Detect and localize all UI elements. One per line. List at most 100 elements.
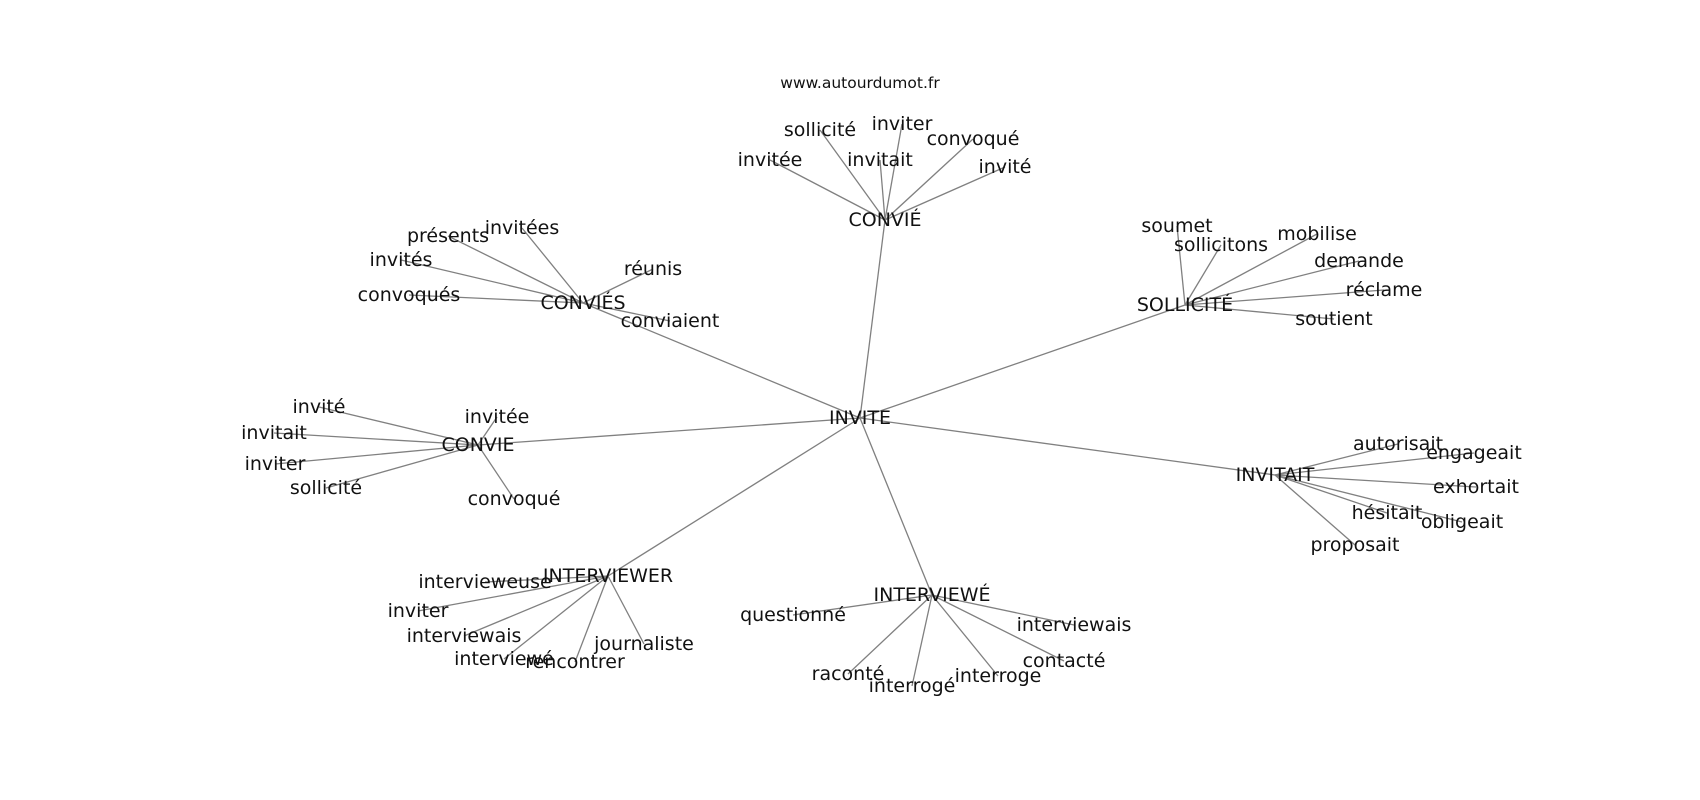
- root-hub-edge: [859, 219, 886, 419]
- hub-leaf-edge: [911, 594, 933, 687]
- graph-labels: CONVIÉinvitéesollicitéinvitaitinvitercon…: [241, 113, 1522, 697]
- leaf-word-label[interactable]: autorisait: [1353, 433, 1443, 455]
- leaf-word-label[interactable]: invitées: [485, 217, 560, 239]
- hub-leaf-edge: [879, 159, 886, 221]
- leaf-word-label[interactable]: inviter: [245, 453, 306, 475]
- hub-leaf-edge: [1184, 304, 1335, 320]
- leaf-word-label[interactable]: invitée: [465, 406, 530, 428]
- hub-leaf-edge: [484, 575, 609, 583]
- hub-leaf-edge: [1176, 225, 1186, 306]
- leaf-word-label[interactable]: hésitait: [1352, 502, 1423, 524]
- leaf-word-label[interactable]: interrogé: [869, 675, 956, 697]
- hub-leaf-edge: [1274, 474, 1477, 488]
- leaf-word-label[interactable]: proposait: [1310, 534, 1399, 556]
- hub-leaf-edge: [607, 575, 645, 645]
- leaf-word-label[interactable]: sollicité: [784, 119, 856, 141]
- hub-leaf-edge: [792, 594, 933, 616]
- leaf-word-label[interactable]: intervieweuse: [418, 571, 551, 593]
- hub-leaf-edge: [1274, 474, 1463, 523]
- leaf-word-label[interactable]: convoqué: [927, 128, 1020, 150]
- hub-word-label[interactable]: INTERVIEWÉ: [874, 583, 991, 606]
- leaf-word-label[interactable]: présents: [407, 225, 489, 247]
- root-hub-edge: [477, 417, 861, 446]
- hub-leaf-edge: [1274, 443, 1399, 476]
- leaf-word-label[interactable]: interviewais: [407, 625, 522, 647]
- hub-leaf-edge: [1274, 474, 1356, 546]
- root-hub-edge: [582, 302, 861, 419]
- graph-edges: [273, 123, 1477, 687]
- leaf-word-label[interactable]: questionné: [740, 604, 846, 626]
- hub-word-label[interactable]: CONVIÉS: [540, 291, 625, 314]
- leaf-word-label[interactable]: mobilise: [1277, 223, 1357, 245]
- leaf-word-label[interactable]: conviaient: [621, 310, 720, 332]
- site-url-label[interactable]: www.autourdumot.fr: [780, 74, 940, 92]
- hub-leaf-edge: [447, 235, 584, 304]
- hub-leaf-edge: [574, 575, 609, 663]
- hub-leaf-edge: [884, 166, 1006, 221]
- hub-leaf-edge: [931, 594, 1075, 626]
- hub-word-label[interactable]: INVITAIT: [1236, 464, 1315, 486]
- hub-word-label[interactable]: CONVIE: [441, 434, 514, 456]
- root-word-label[interactable]: INVITE: [829, 407, 891, 429]
- leaf-word-label[interactable]: interviewais: [1017, 614, 1132, 636]
- leaf-word-label[interactable]: interroge: [955, 665, 1042, 687]
- hub-word-label[interactable]: CONVIÉ: [848, 208, 921, 231]
- leaf-word-label[interactable]: engageait: [1426, 442, 1522, 464]
- root-hub-edge: [859, 417, 1276, 476]
- hub-leaf-edge: [769, 159, 886, 221]
- hub-leaf-edge: [931, 594, 999, 677]
- leaf-word-label[interactable]: inviter: [872, 113, 933, 135]
- hub-leaf-edge: [325, 444, 479, 489]
- hub-leaf-edge: [582, 268, 654, 304]
- hub-leaf-edge: [1184, 289, 1385, 306]
- hub-leaf-edge: [274, 444, 479, 465]
- leaf-word-label[interactable]: interviewé: [454, 648, 554, 670]
- leaf-word-label[interactable]: raconté: [812, 663, 885, 685]
- hub-leaf-edge: [477, 444, 515, 500]
- leaf-word-label[interactable]: invité: [979, 156, 1032, 178]
- hub-leaf-edge: [273, 432, 479, 446]
- leaf-word-label[interactable]: contacté: [1023, 650, 1106, 672]
- hub-leaf-edge: [408, 294, 584, 304]
- leaf-word-label[interactable]: sollicité: [290, 477, 362, 499]
- hub-leaf-edge: [819, 129, 886, 221]
- hub-word-label[interactable]: SOLLICITÉ: [1137, 293, 1233, 316]
- hub-leaf-edge: [931, 594, 1065, 662]
- leaf-word-label[interactable]: rencontrer: [525, 651, 625, 673]
- hub-leaf-edge: [1184, 244, 1222, 306]
- hub-leaf-edge: [1184, 260, 1360, 306]
- hub-leaf-edge: [417, 575, 609, 612]
- leaf-word-label[interactable]: réclame: [1346, 279, 1423, 301]
- root-hub-edge: [607, 417, 861, 577]
- leaf-word-label[interactable]: invitait: [847, 149, 913, 171]
- leaf-word-label[interactable]: inviter: [388, 600, 449, 622]
- hub-word-label[interactable]: INTERVIEWER: [543, 565, 673, 587]
- root-hub-edge: [859, 304, 1186, 419]
- leaf-word-label[interactable]: invités: [370, 249, 433, 271]
- hub-leaf-edge: [477, 416, 498, 446]
- hub-leaf-edge: [521, 227, 584, 304]
- leaf-word-label[interactable]: convoqués: [358, 284, 461, 306]
- leaf-word-label[interactable]: demande: [1314, 250, 1404, 272]
- leaf-word-label[interactable]: invitait: [241, 422, 307, 444]
- leaf-word-label[interactable]: soumet: [1141, 215, 1212, 237]
- leaf-word-label[interactable]: soutient: [1295, 308, 1372, 330]
- leaf-word-label[interactable]: journaliste: [593, 633, 694, 655]
- hub-leaf-edge: [1274, 474, 1388, 514]
- leaf-word-label[interactable]: obligeait: [1421, 511, 1503, 533]
- hub-leaf-edge: [503, 575, 609, 660]
- hub-leaf-edge: [463, 575, 609, 637]
- leaf-word-label[interactable]: convoqué: [468, 488, 561, 510]
- hub-leaf-edge: [318, 406, 479, 446]
- hub-leaf-edge: [1184, 233, 1318, 306]
- hub-leaf-edge: [847, 594, 933, 675]
- hub-leaf-edge: [1274, 452, 1475, 476]
- hub-leaf-edge: [884, 138, 974, 221]
- leaf-word-label[interactable]: exhortait: [1433, 476, 1519, 498]
- leaf-word-label[interactable]: invitée: [738, 149, 803, 171]
- leaf-word-label[interactable]: sollicitons: [1174, 234, 1268, 256]
- leaf-word-label[interactable]: réunis: [624, 258, 682, 280]
- leaf-word-label[interactable]: invité: [293, 396, 346, 418]
- root-hub-edge: [859, 417, 933, 596]
